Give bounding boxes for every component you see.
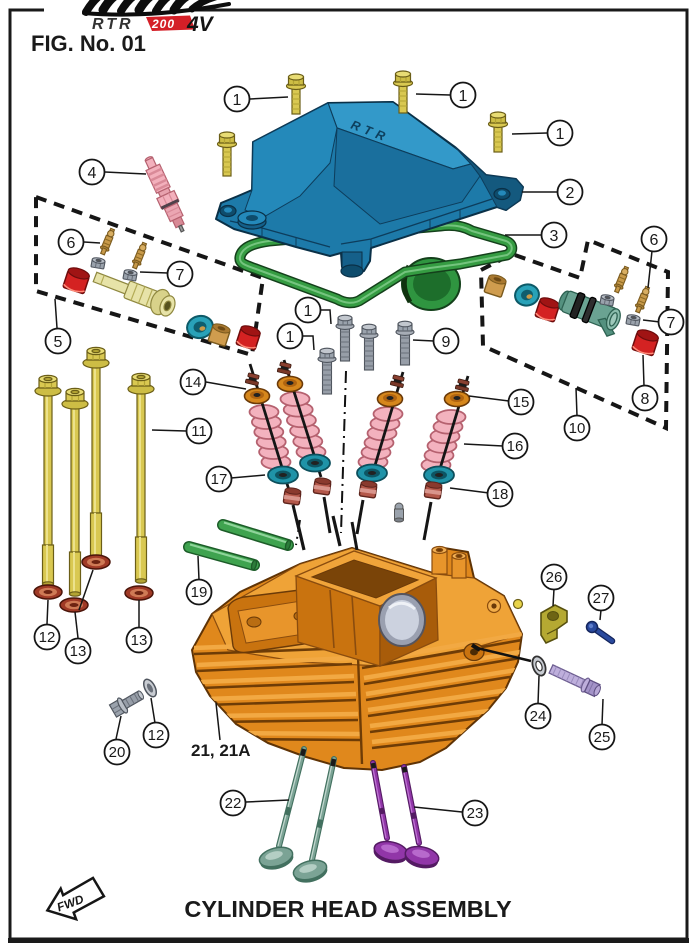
svg-text:5: 5	[54, 334, 63, 351]
svg-text:11: 11	[191, 423, 207, 440]
svg-text:1: 1	[459, 88, 468, 105]
svg-text:7: 7	[667, 315, 676, 332]
svg-text:1: 1	[286, 329, 295, 346]
svg-text:24: 24	[530, 708, 547, 725]
svg-text:10: 10	[569, 420, 586, 437]
svg-text:15: 15	[513, 394, 530, 411]
svg-text:13: 13	[70, 643, 87, 660]
svg-text:13: 13	[131, 632, 148, 649]
svg-text:16: 16	[507, 438, 524, 455]
svg-text:20: 20	[109, 744, 126, 761]
svg-text:4V: 4V	[186, 13, 215, 36]
svg-text:6: 6	[650, 232, 659, 249]
svg-text:3: 3	[550, 228, 559, 245]
svg-text:17: 17	[211, 471, 228, 488]
svg-text:7: 7	[176, 267, 185, 284]
svg-text:21, 21A: 21, 21A	[191, 741, 251, 760]
svg-text:200: 200	[151, 17, 175, 31]
svg-text:1: 1	[556, 126, 565, 143]
svg-text:RTR: RTR	[92, 16, 134, 33]
svg-text:14: 14	[185, 374, 202, 391]
svg-text:25: 25	[594, 729, 611, 746]
svg-text:CYLINDER HEAD ASSEMBLY: CYLINDER HEAD ASSEMBLY	[184, 896, 512, 922]
svg-text:1: 1	[304, 303, 313, 320]
svg-text:2: 2	[566, 185, 575, 202]
svg-text:8: 8	[641, 391, 650, 408]
svg-text:6: 6	[67, 235, 76, 252]
svg-text:18: 18	[492, 486, 509, 503]
svg-text:1: 1	[233, 92, 242, 109]
svg-text:9: 9	[442, 334, 451, 351]
svg-text:FIG. No. 01: FIG. No. 01	[31, 31, 146, 56]
svg-text:4: 4	[88, 165, 97, 182]
svg-text:27: 27	[593, 590, 610, 607]
svg-text:12: 12	[148, 727, 165, 744]
svg-text:12: 12	[39, 629, 56, 646]
svg-text:23: 23	[467, 805, 484, 822]
svg-text:22: 22	[225, 795, 242, 812]
svg-text:19: 19	[191, 584, 208, 601]
svg-text:26: 26	[546, 569, 563, 586]
